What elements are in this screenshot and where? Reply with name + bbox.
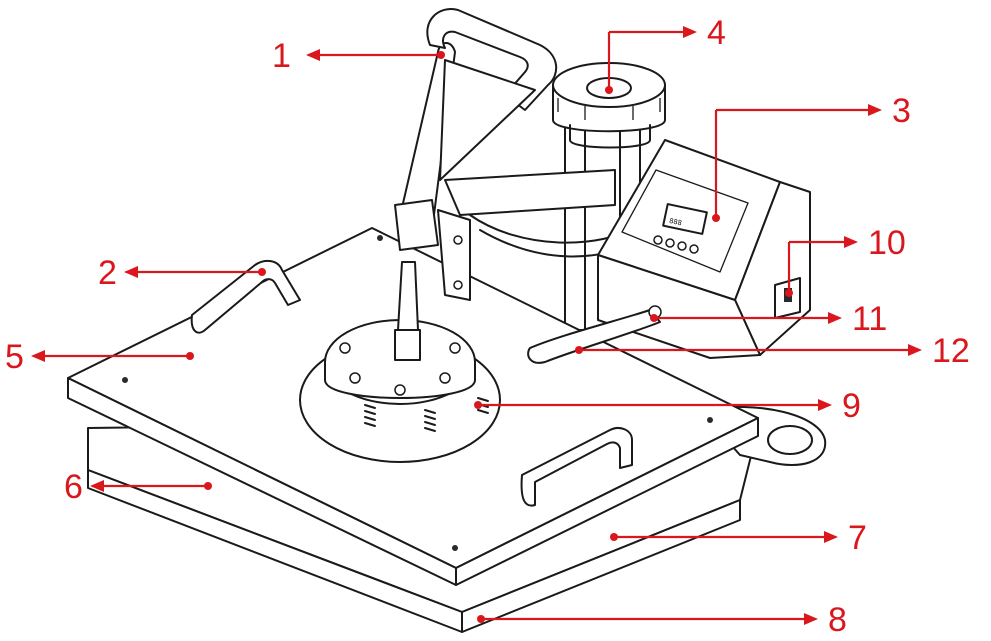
plate-handles [190,259,633,507]
leader-10 [785,236,858,297]
leader-1 [306,49,445,61]
temperature-display: 888 [668,217,682,227]
leader-8 [477,613,818,625]
callout-label-7: 7 [848,519,867,557]
leader-11 [650,312,842,324]
callout-label-11: 11 [852,300,887,338]
leader-9 [474,399,832,411]
callout-label-8: 8 [828,601,847,639]
lever-arm [394,8,558,301]
callout-leaders [31,26,922,625]
pressure-assembly [299,261,501,463]
callout-label-6: 6 [64,468,83,506]
leader-6 [90,480,212,492]
callout-label-4: 4 [707,14,726,52]
callout-label-12: 12 [932,332,970,370]
callout-label-2: 2 [98,254,117,292]
callout-label-1: 1 [272,37,291,75]
leader-2 [124,266,266,278]
leader-7 [610,531,838,543]
power-switch [774,277,801,319]
control-box: 888 [597,139,811,359]
callout-label-3: 3 [892,92,911,130]
leader-5 [31,350,194,362]
callout-label-10: 10 [868,224,906,262]
leader-3 [712,104,882,222]
callout-label-9: 9 [842,387,861,425]
callout-label-5: 5 [5,338,24,376]
leader-12 [575,344,922,356]
leader-4 [605,26,697,94]
callout-labels: 1 2 3 4 5 6 7 8 9 10 11 12 [5,14,970,639]
